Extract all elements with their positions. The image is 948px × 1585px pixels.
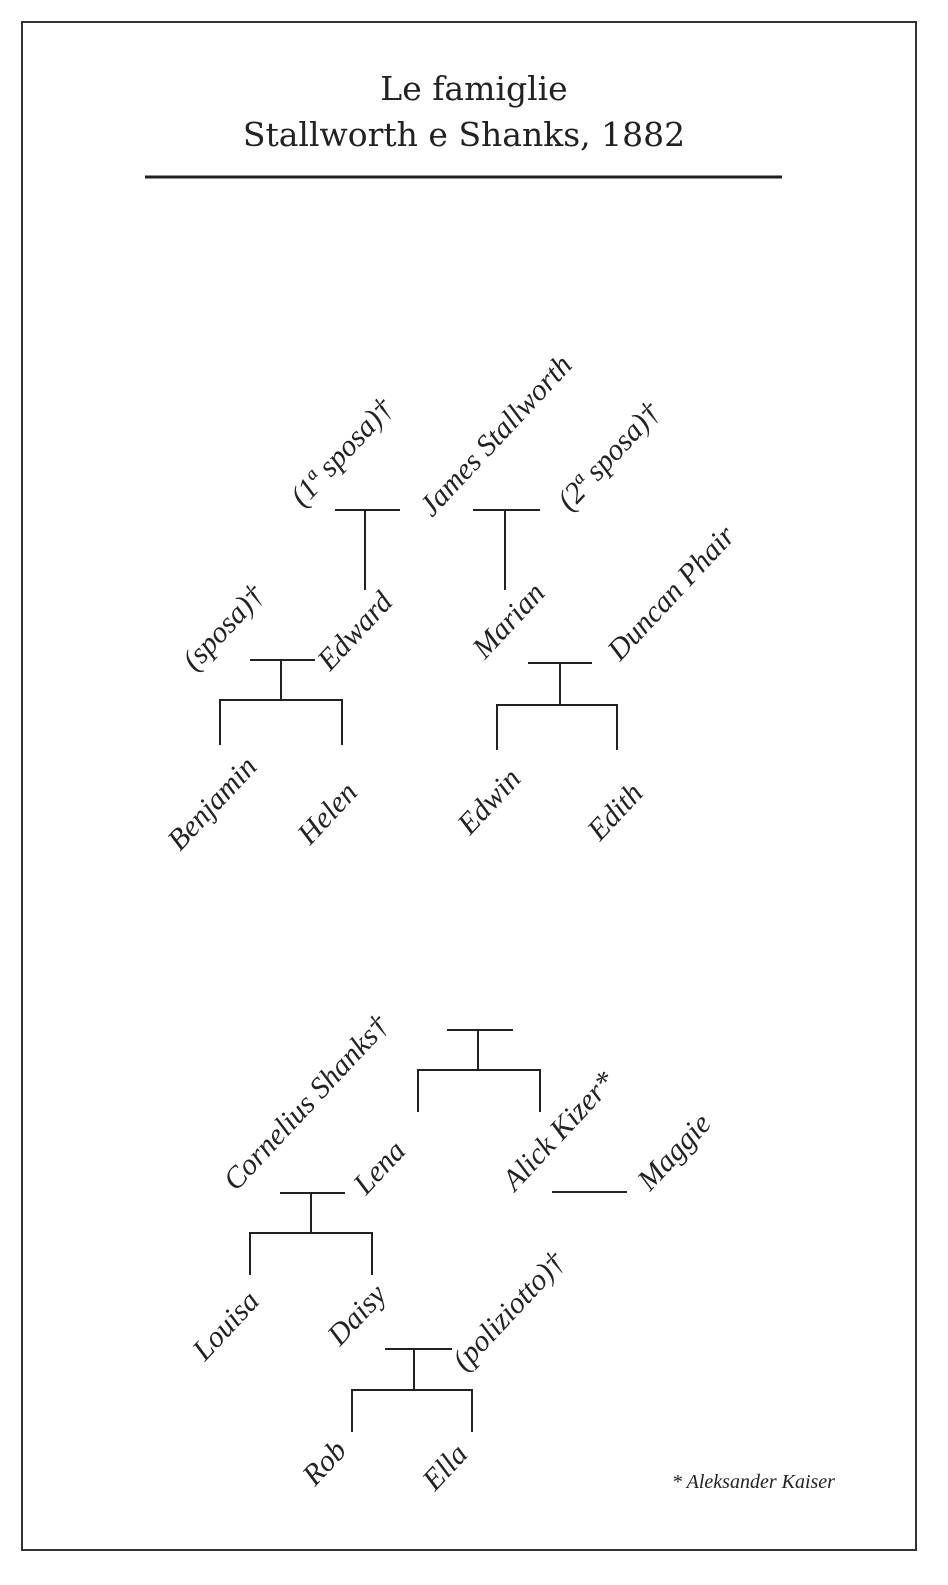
person-name-duncan: Duncan Phair <box>600 519 742 667</box>
person-name-lena: Lena <box>346 1134 412 1201</box>
person-name-first-wife: (1ª sposa)† <box>284 391 400 512</box>
person-name-policeman: (poliziotto)† <box>446 1245 572 1377</box>
person-name-maggie: Maggie <box>630 1107 717 1197</box>
person-name-louisa: Louisa <box>185 1285 266 1368</box>
person-name-benjamin: Benjamin <box>161 750 264 857</box>
person-name-daisy: Daisy <box>320 1278 393 1353</box>
person-name-edward-wife: (sposa)† <box>176 578 271 677</box>
page-border <box>21 21 917 1551</box>
title-line-1: Le famiglie <box>380 69 567 108</box>
stallworth-connectors <box>219 509 618 750</box>
footnote: * Aleksander Kaiser <box>672 1471 835 1493</box>
person-name-edward: Edward <box>310 585 400 678</box>
person-name-second-wife: (2ª sposa)† <box>551 395 667 516</box>
person-name-helen: Helen <box>290 776 364 852</box>
person-name-ella: Ella <box>415 1438 474 1498</box>
shanks-connectors <box>249 1029 627 1432</box>
person-name-rob: Rob <box>295 1434 353 1493</box>
title-line-2: Stallworth e Shanks, 1882 <box>243 115 685 154</box>
person-name-marian: Marian <box>465 576 551 665</box>
person-name-edith: Edith <box>580 777 649 848</box>
person-name-alick: Alick Kizer* <box>495 1065 622 1198</box>
person-names: (1ª sposa)†James Stallworth(2ª sposa)†(s… <box>161 349 742 1498</box>
person-name-edwin: Edwin <box>450 762 527 841</box>
